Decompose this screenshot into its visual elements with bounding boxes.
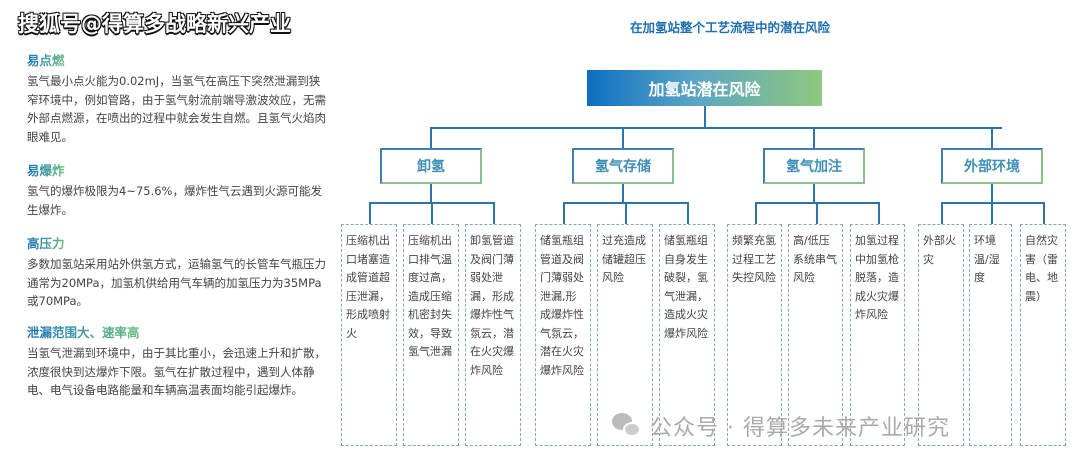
risk-leaf: 卸氢管道及阀门薄弱处泄漏，形成爆炸性气氛云，潜在火灾爆炸风险 bbox=[465, 224, 521, 446]
connector-line bbox=[687, 202, 689, 224]
section-title: 泄漏范围大、速率高 bbox=[27, 322, 140, 341]
section-explosion: 易爆炸氢气的爆炸极限为4~75.6%，爆炸性气云遇到火源可能发生爆炸。 bbox=[27, 160, 327, 219]
risk-leaf: 储氢瓶组管道及阀门薄弱处泄漏,形成爆炸性气氛云，潜在火灾爆炸风险 bbox=[535, 224, 591, 446]
section-text: 当氢气泄漏到环境中，由于其比重小，会迅速上升和扩散，浓度很快到达爆炸下限。氢气在… bbox=[27, 346, 326, 397]
risk-leaf: 外部火灾 bbox=[918, 224, 964, 446]
section-ignition: 易点燃氢气最小点火能为0.02mJ，当氢气在高压下突然泄漏到狭窄环境中，例如管路… bbox=[27, 50, 327, 146]
section-leak: 泄漏范围大、速率高当氢气泄漏到环境中，由于其比重小，会迅速上升和扩散，浓度很快到… bbox=[27, 322, 327, 400]
wechat-icon bbox=[612, 413, 642, 439]
section-text: 氢气最小点火能为0.02mJ，当氢气在高压下突然泄漏到狭窄环境中，例如管路，由于… bbox=[27, 74, 326, 144]
footer-text: 公众号 · 得算多未来产业研究 bbox=[650, 416, 950, 441]
risk-leaf: 过充造成储罐超压风险 bbox=[597, 224, 653, 446]
section-text: 多数加氢站采用站外供氢方式，运输氢气的长管车气瓶压力通常为20MPa，加氢机供给… bbox=[27, 257, 326, 308]
section-pressure: 高压力多数加氢站采用站外供氢方式，运输氢气的长管车气瓶压力通常为20MPa，加氢… bbox=[27, 233, 327, 311]
connector-line bbox=[622, 184, 624, 203]
section-title: 易点燃 bbox=[27, 50, 65, 69]
connector-line bbox=[877, 202, 880, 224]
risk-leaf: 自然灾害（雷电、地震） bbox=[1020, 224, 1066, 446]
connector-line bbox=[813, 184, 815, 203]
connector-line bbox=[430, 127, 432, 148]
footer-watermark: 公众号 · 得算多未来产业研究 bbox=[612, 410, 950, 442]
root-node: 加氢站潜在风险 bbox=[587, 70, 822, 106]
watermark-top: 搜狐号@得算多战略新兴产业 bbox=[18, 12, 291, 36]
risk-leaf: 环境温/湿度 bbox=[969, 224, 1012, 446]
connector-line bbox=[563, 202, 565, 224]
risk-leaf: 压缩机出口排气温度过高，造成压缩机密封失效，导致氢气泄漏 bbox=[403, 224, 459, 446]
connector-line bbox=[1043, 202, 1045, 224]
risk-leaf: 压缩机出口堵塞造成管道超压泄漏，形成喷射火 bbox=[341, 224, 397, 446]
connector-line bbox=[941, 202, 1045, 204]
risk-leaf: 加氢过程中加氢枪脱落，造成火灾爆炸风险 bbox=[850, 224, 905, 446]
category-node: 氢气加注 bbox=[763, 148, 865, 184]
connector-line bbox=[622, 127, 624, 148]
connector-line bbox=[369, 202, 371, 224]
connector-line bbox=[430, 127, 1002, 129]
section-title: 易爆炸 bbox=[27, 160, 65, 179]
connector-line bbox=[991, 184, 993, 203]
risk-leaf: 高/低压系统串气风险 bbox=[788, 224, 843, 446]
connector-line bbox=[493, 202, 495, 224]
risk-leaf: 储氢瓶组自身发生破裂，氢气泄漏，造成火灾爆炸风险 bbox=[659, 224, 715, 446]
category-node: 卸氢 bbox=[380, 148, 482, 184]
connector-line bbox=[990, 202, 993, 224]
connector-line bbox=[941, 202, 943, 224]
connector-line bbox=[704, 106, 706, 128]
category-node: 外部环境 bbox=[941, 148, 1043, 184]
connector-line bbox=[815, 202, 818, 224]
connector-line bbox=[991, 127, 993, 148]
category-node: 氢气存储 bbox=[572, 148, 674, 184]
risk-leaf: 频繁充氢过程工艺失控风险 bbox=[727, 224, 782, 446]
connector-line bbox=[754, 202, 757, 224]
diagram-title: 在加氢站整个工艺流程中的潜在风险 bbox=[629, 20, 830, 35]
section-title: 高压力 bbox=[27, 233, 65, 252]
connector-line bbox=[625, 202, 627, 224]
connector-line bbox=[813, 127, 815, 148]
connector-line bbox=[431, 202, 433, 224]
connector-line bbox=[430, 184, 432, 203]
section-text: 氢气的爆炸极限为4~75.6%，爆炸性气云遇到火源可能发生爆炸。 bbox=[27, 184, 322, 217]
